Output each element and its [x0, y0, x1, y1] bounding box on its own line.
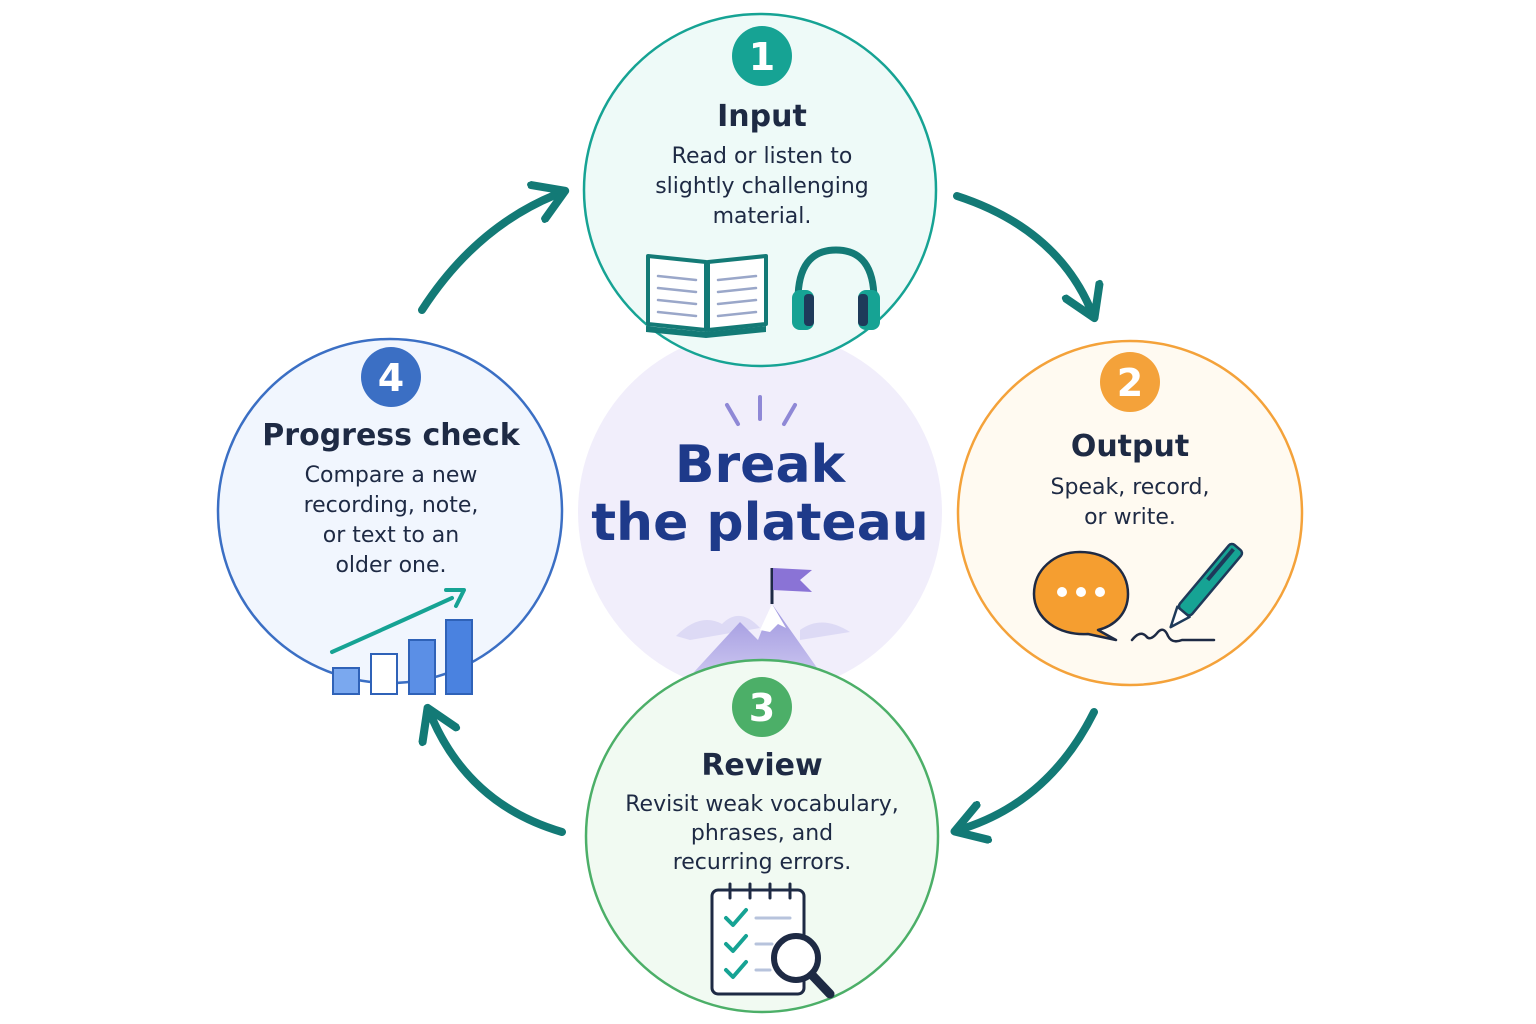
step-number-badge: [361, 347, 421, 407]
headphones-icon: [792, 246, 880, 330]
arrow-4-to-1: [418, 195, 555, 314]
step-desc-line: Revisit weak vocabulary,: [625, 792, 899, 817]
step-desc-line: slightly challenging: [655, 174, 869, 199]
open-book-icon: [646, 254, 768, 338]
arrow-2-to-3: [965, 708, 1098, 828]
center-hub: Break the plateau: [578, 330, 942, 694]
bar-chart-icon: [330, 588, 473, 695]
step-desc-line: older one.: [335, 553, 446, 578]
center-title-line1: Break: [675, 435, 847, 495]
step-progress-check: 4 Progress check Compare a new recording…: [216, 337, 564, 695]
step-title: Progress check: [262, 418, 520, 453]
arrow-1-to-2: [953, 192, 1090, 308]
step-review: 3 Review Revisit weak vocabulary, phrase…: [584, 658, 940, 1014]
step-desc-line: phrases, and: [691, 821, 833, 846]
step-input: 1 Input Read or listen to slightly chall…: [582, 12, 938, 368]
step-number-badge: [732, 677, 792, 737]
step-desc-line: Read or listen to: [672, 144, 853, 169]
step-number-badge: [732, 26, 792, 86]
step-desc-line: or text to an: [323, 523, 459, 548]
step-output: 2 Output Speak, record, or write.: [956, 339, 1304, 687]
step-number-badge: [1100, 352, 1160, 412]
step-number: 3: [749, 686, 775, 730]
mountain-flag-icon: [676, 568, 850, 672]
step-title: Input: [717, 99, 807, 134]
step-desc-line: recurring errors.: [673, 850, 852, 875]
pen-icon: [1130, 542, 1244, 643]
arrow-3-to-4: [432, 718, 566, 836]
sparkle-icon: [725, 395, 797, 426]
speech-bubble-icon: [1032, 550, 1130, 642]
step-desc-line: material.: [713, 204, 812, 229]
step-desc-line: Compare a new: [305, 463, 478, 488]
step-desc-line: Speak, record,: [1051, 475, 1210, 500]
step-title: Output: [1071, 429, 1189, 464]
step-number: 1: [749, 35, 775, 79]
magnifier-icon: [771, 933, 835, 999]
step-number: 2: [1117, 361, 1143, 405]
center-title-line2: the plateau: [591, 493, 929, 553]
step-number: 4: [378, 356, 404, 400]
step-title: Review: [701, 748, 822, 783]
step-desc-line: or write.: [1084, 505, 1176, 530]
step-desc-line: recording, note,: [304, 493, 479, 518]
